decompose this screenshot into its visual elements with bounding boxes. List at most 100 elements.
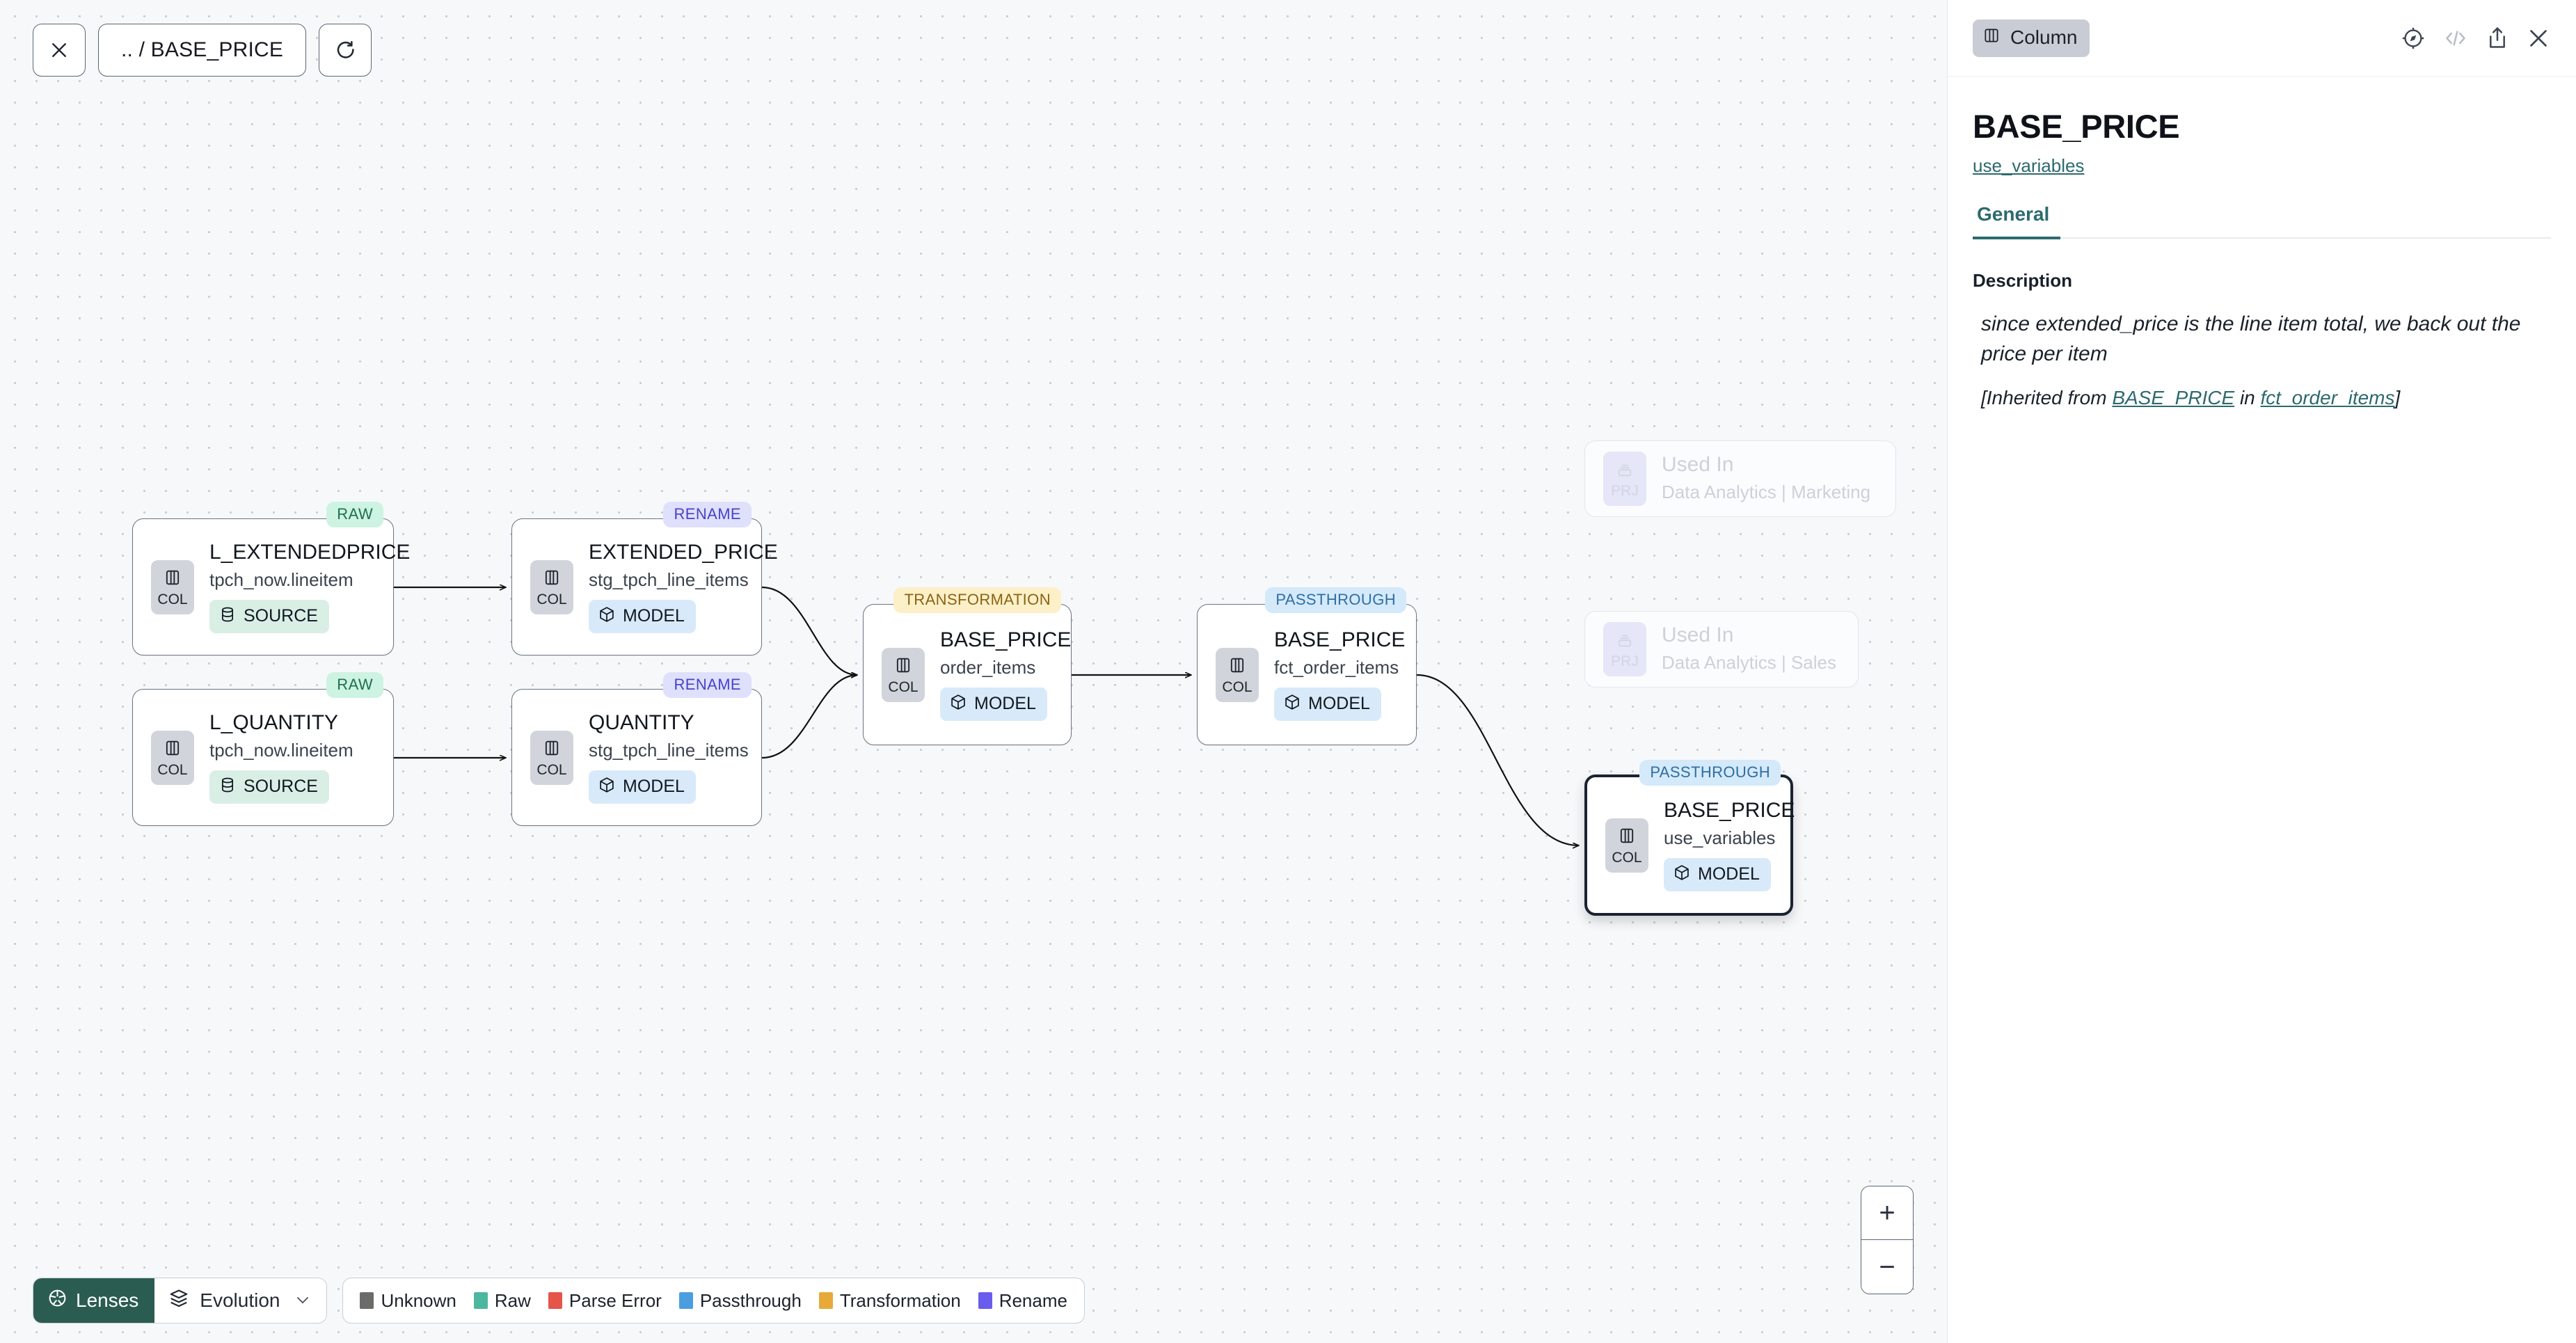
inherited-prefix: [Inherited from [1981, 387, 2113, 409]
canvas-toolbar: .. / BASE_PRICE [33, 24, 372, 77]
node-kind-label: PRJ [1611, 653, 1639, 669]
node-type-label: MODEL [623, 605, 685, 626]
zoom-out-button[interactable]: − [1861, 1240, 1913, 1294]
node-title: BASE_PRICE [1274, 628, 1406, 652]
legend-item-rename[interactable]: Rename [978, 1290, 1067, 1312]
database-icon [218, 605, 237, 627]
evolution-dropdown[interactable]: Evolution [154, 1278, 327, 1323]
panel-header: Column [1948, 0, 2576, 77]
node-kind-chip: COL [151, 730, 194, 785]
cube-icon [949, 693, 967, 715]
node-title: QUANTITY [589, 711, 694, 735]
legend-swatch [678, 1292, 693, 1309]
node-title: L_EXTENDEDPRICE [209, 541, 411, 564]
chevron-down-icon [294, 1291, 311, 1310]
breadcrumb[interactable]: .. / BASE_PRICE [98, 24, 307, 77]
lenses-button[interactable]: Lenses [33, 1278, 155, 1323]
legend-label: Parse Error [569, 1289, 662, 1311]
node-kind-chip: PRJ [1603, 622, 1646, 676]
node-title: Used In [1662, 453, 1734, 477]
share-icon[interactable] [2486, 26, 2509, 51]
kind-badge[interactable]: Column [1973, 19, 2090, 57]
column-icon [163, 738, 182, 761]
node-type-label: SOURCE [244, 776, 318, 796]
node-kind-label: COL [157, 591, 188, 607]
node-kind-label: COL [888, 678, 919, 695]
cube-icon [1673, 864, 1691, 885]
node-type-chip: MODEL [1664, 857, 1771, 891]
node-type-label: SOURCE [244, 605, 318, 626]
zoom-in-button[interactable]: + [1861, 1186, 1913, 1240]
close-button[interactable] [33, 24, 86, 77]
legend-item-raw[interactable]: Raw [473, 1289, 531, 1312]
node-type-label: MODEL [1698, 864, 1760, 884]
close-icon[interactable] [2526, 26, 2551, 51]
node-kind-label: COL [1612, 849, 1642, 866]
description-label: Description [1973, 270, 2073, 291]
node-kind-label: COL [536, 761, 567, 778]
legend-item-parse-error[interactable]: Parse Error [548, 1290, 662, 1312]
node-subtitle: order_items [940, 656, 1036, 678]
node-kind-label: COL [536, 591, 567, 607]
node-type-label: MODEL [623, 776, 685, 796]
lineage-legend: Unknown Raw Parse Error Passthrough Transfor… [342, 1278, 1085, 1324]
node-badge-rename: RENAME [663, 672, 752, 698]
aperture-icon [47, 1288, 67, 1313]
node-kind-chip: COL [882, 647, 925, 702]
node-subtitle: Data Analytics | Sales [1662, 651, 1836, 673]
column-icon [1617, 826, 1637, 849]
inherited-column-link[interactable]: BASE_PRICE [2112, 387, 2235, 409]
layers-icon [168, 1288, 189, 1314]
node-subtitle: use_variables [1664, 827, 1776, 848]
page-title: BASE_PRICE [1973, 108, 2180, 145]
legend-item-transformation[interactable]: Transformation [818, 1290, 961, 1312]
explore-icon[interactable] [2401, 26, 2426, 51]
legend-label: Raw [494, 1289, 531, 1311]
code-icon[interactable] [2442, 26, 2469, 50]
breadcrumb-label: .. / BASE_PRICE [121, 38, 284, 61]
legend-item-passthrough[interactable]: Passthrough [678, 1290, 802, 1312]
node-title: BASE_PRICE [1664, 799, 1795, 823]
column-icon [1982, 26, 2001, 49]
kind-badge-label: Column [2010, 26, 2078, 48]
node-type-chip: MODEL [589, 770, 696, 804]
inherited-note: [Inherited from BASE_PRICE in fct_order_… [1948, 369, 2576, 411]
refresh-button[interactable] [319, 24, 372, 77]
node-title: BASE_PRICE [940, 628, 1072, 652]
node-subtitle: stg_tpch_line_items [589, 569, 749, 590]
legend-swatch [548, 1292, 562, 1309]
column-icon [542, 738, 562, 761]
cube-icon [1283, 693, 1301, 715]
tab-general[interactable]: General [1973, 203, 2061, 239]
node-badge-transformation: TRANSFORMATION [893, 587, 1061, 613]
node-badge-raw: RAW [326, 502, 383, 527]
node-kind-label: COL [1222, 678, 1253, 695]
legend-swatch [473, 1292, 488, 1309]
node-subtitle: Data Analytics | Marketing [1662, 481, 1871, 502]
close-icon [49, 40, 70, 61]
inherited-model-link[interactable]: fct_order_items [2260, 387, 2395, 409]
legend-label: Unknown [381, 1289, 456, 1311]
legend-item-unknown[interactable]: Unknown [360, 1290, 456, 1312]
cube-icon [598, 776, 616, 797]
parent-model-link[interactable]: use_variables [1973, 155, 2085, 176]
